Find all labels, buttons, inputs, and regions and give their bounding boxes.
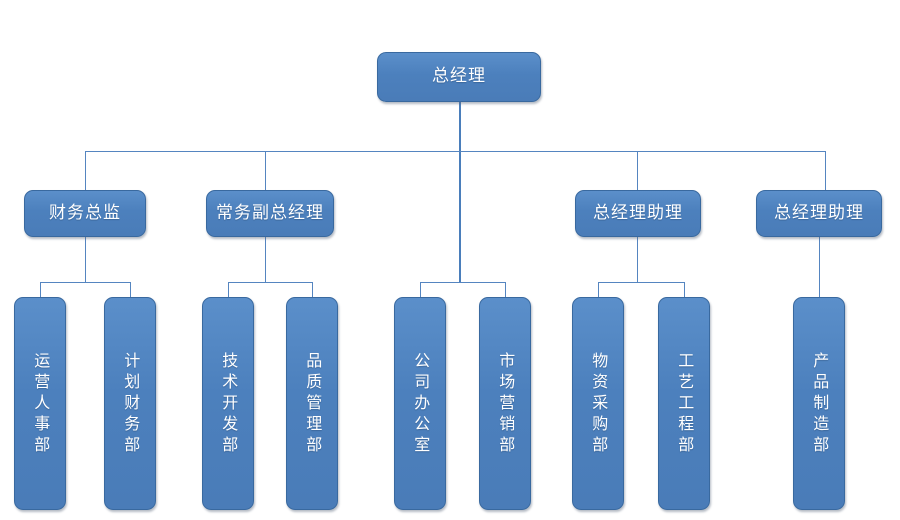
node-procurement-dept-label: 物资采购部	[589, 352, 609, 457]
node-company-office[interactable]: 公司办公室	[394, 297, 446, 510]
node-process-engineering-dept-label: 工艺工程部	[675, 352, 695, 457]
connector-ga1-bus	[598, 282, 684, 283]
connector-evp-to-dept3	[228, 282, 229, 298]
connector-cfo-stem	[85, 237, 86, 283]
connector-ga1-to-dept7	[598, 282, 599, 298]
connector-office-to-dept6	[505, 282, 506, 298]
connector-bus-to-evp	[265, 151, 266, 190]
node-planning-finance-dept[interactable]: 计划财务部	[104, 297, 156, 510]
node-planning-finance-dept-label: 计划财务部	[121, 352, 141, 457]
node-marketing-dept[interactable]: 市场营销部	[479, 297, 531, 510]
node-tech-development-dept[interactable]: 技术开发部	[202, 297, 254, 510]
node-procurement-dept[interactable]: 物资采购部	[572, 297, 624, 510]
node-marketing-dept-label: 市场营销部	[496, 352, 516, 457]
node-process-engineering-dept[interactable]: 工艺工程部	[658, 297, 710, 510]
connector-bus-to-cfo	[85, 151, 86, 190]
connector-ceo-trunk	[459, 102, 461, 283]
connector-cfo-bus	[40, 282, 131, 283]
node-evp[interactable]: 常务副总经理	[206, 190, 334, 237]
node-evp-label: 常务副总经理	[216, 202, 324, 223]
connector-cfo-to-dept2	[130, 282, 131, 298]
connector-ga2-to-dept9	[819, 237, 820, 298]
node-gm-assistant-1-label: 总经理助理	[593, 202, 683, 223]
connector-evp-bus	[228, 282, 312, 283]
connector-bus-to-ga1	[637, 151, 638, 190]
node-company-office-label: 公司办公室	[411, 352, 431, 457]
connector-ga1-stem	[637, 237, 638, 283]
node-operations-hr-dept[interactable]: 运营人事部	[14, 297, 66, 510]
connector-cfo-to-dept1	[40, 282, 41, 298]
node-operations-hr-dept-label: 运营人事部	[31, 352, 51, 457]
connector-ga1-to-dept8	[684, 282, 685, 298]
node-quality-management-dept[interactable]: 品质管理部	[286, 297, 338, 510]
connector-office-bus	[420, 282, 505, 283]
connector-main-bus	[85, 151, 825, 152]
node-quality-management-dept-label: 品质管理部	[303, 352, 323, 457]
node-tech-development-dept-label: 技术开发部	[219, 352, 239, 457]
node-gm-assistant-2-label: 总经理助理	[774, 202, 864, 223]
node-gm-assistant-1[interactable]: 总经理助理	[575, 190, 701, 237]
connector-bus-to-ga2	[825, 151, 826, 190]
node-ceo-label: 总经理	[432, 66, 486, 87]
node-ceo[interactable]: 总经理	[377, 52, 541, 102]
connector-evp-stem	[265, 237, 266, 283]
node-manufacturing-dept[interactable]: 产品制造部	[793, 297, 845, 510]
node-gm-assistant-2[interactable]: 总经理助理	[756, 190, 882, 237]
connector-evp-to-dept4	[312, 282, 313, 298]
node-cfo-label: 财务总监	[49, 202, 121, 223]
node-cfo[interactable]: 财务总监	[24, 190, 146, 237]
connector-office-to-dept5	[420, 282, 421, 298]
node-manufacturing-dept-label: 产品制造部	[810, 352, 830, 457]
